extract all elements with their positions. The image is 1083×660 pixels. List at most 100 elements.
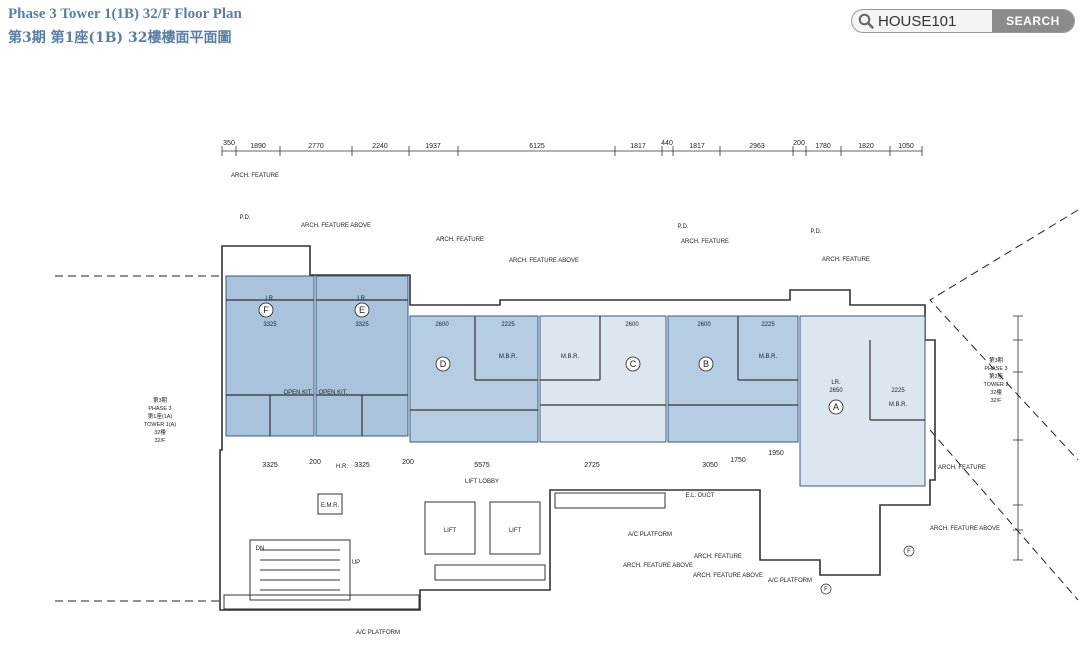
bottom-dim: 3325 [354, 462, 370, 469]
tower-1a-line: 32樓 [154, 428, 166, 436]
unit-d-dim2: 2225 [501, 322, 515, 328]
bottom-dim: 3050 [702, 462, 718, 469]
arch-feature-above-label: ARCH. FEATURE ABOVE [301, 223, 371, 229]
unit-marker-labels: F E D C B A [263, 305, 839, 412]
lift-label-2: LIFT [509, 528, 522, 534]
pd-label-2: P.D. [678, 224, 689, 230]
bottom-dim: 1950 [768, 450, 784, 457]
unit-a-dim2: 2225 [891, 388, 905, 394]
search-input[interactable] [878, 12, 986, 30]
arch-feature-label-5: ARCH. FEATURE [938, 465, 986, 471]
arch-feature-label-4: ARCH. FEATURE [822, 257, 870, 263]
section-marker-labels: F F [824, 549, 911, 593]
dim-label: 1050 [898, 143, 914, 150]
right-dimension-line [1013, 315, 1023, 561]
tower-2-label: 第3期 PHASE 3 第2座 TOWER 2 32樓 32/F [984, 356, 1009, 404]
tower-2-line: 32樓 [990, 388, 1002, 396]
unit-b-dim: 2600 [697, 322, 711, 328]
arch-feature-above-label-5: ARCH. FEATURE ABOVE [693, 573, 763, 579]
tower-2-line: TOWER 2 [984, 382, 1009, 388]
unit-b-dim2: 2225 [761, 322, 775, 328]
unit-b-mbr: M.B.R. [759, 354, 778, 360]
unit-c-area [539, 315, 667, 443]
unit-e-dim: 3325 [355, 322, 369, 328]
lift-lobby-label: LIFT LOBBY [465, 479, 499, 485]
dim-label: 2963 [749, 143, 765, 150]
unit-markers [258, 302, 844, 415]
unit-a-area [799, 315, 926, 487]
building-outline [219, 245, 936, 611]
unit-f-dim: 3325 [263, 322, 277, 328]
tower-1a-line: TOWER 1(A) [144, 422, 176, 428]
page-title-zh: 第3期 第1座(1B) 32樓樓面平面圖 [8, 30, 232, 46]
emr-room [317, 493, 343, 515]
search-field[interactable] [852, 10, 992, 32]
unit-f-open-kit: OPEN KIT. [283, 390, 312, 396]
tower-1a-line: 32/F [154, 438, 166, 444]
tower-2-line: 32/F [990, 398, 1002, 404]
site-boundary-lines [55, 209, 1079, 602]
search-bar: SEARCH [851, 9, 1075, 33]
ac-platform-label-2: A/C PLATFORM [628, 532, 672, 538]
search-icon [858, 13, 874, 29]
up-label: UP [352, 560, 360, 566]
lift-label-1: LIFT [444, 528, 457, 534]
arch-feature-label-2: ARCH. FEATURE [436, 237, 484, 243]
arch-feature-label-3: ARCH. FEATURE [681, 239, 729, 245]
top-dimension-line [221, 146, 923, 156]
lift-core [223, 492, 666, 610]
unit-a-dim: 2650 [829, 388, 843, 394]
dim-label: 6125 [529, 143, 545, 150]
arch-feature-above-label-4: ARCH. FEATURE ABOVE [623, 563, 693, 569]
tower-1a-line: 第1座(1A) [148, 412, 173, 420]
ac-platform-label-1: A/C PLATFORM [356, 630, 400, 636]
unit-e-lr: LR. [357, 296, 367, 302]
dim-label: 350 [223, 140, 235, 147]
tower-1a-line: PHASE 3 [148, 406, 171, 412]
dim-label: 1817 [630, 143, 646, 150]
unit-b-area [667, 315, 799, 443]
dim-label: 1817 [689, 143, 705, 150]
unit-f-lr: LR. [265, 296, 275, 302]
ac-plinth-bottom [223, 594, 420, 610]
bottom-dimension-labels: 3325 200 3325 200 5575 2725 3050 1750 19… [262, 450, 784, 469]
ac-plinth-core [434, 564, 546, 581]
arch-feature-above-label-3: ARCH. FEATURE ABOVE [930, 526, 1000, 532]
search-button[interactable]: SEARCH [992, 10, 1074, 32]
interior-walls [226, 299, 925, 436]
bottom-dim: 5575 [474, 462, 490, 469]
dim-label: 200 [793, 140, 805, 147]
bottom-dim: 200 [309, 459, 321, 466]
unit-a-lr: LR. [831, 380, 841, 386]
dn-label: DN [256, 546, 265, 552]
dim-label: 1780 [815, 143, 831, 150]
unit-a-mbr: M.B.R. [889, 402, 908, 408]
unit-b-marker: B [703, 359, 709, 369]
bottom-dim: 1750 [730, 457, 746, 464]
ac-platform-label-3: A/C PLATFORM [768, 578, 812, 584]
unit-c-marker: C [630, 359, 637, 369]
tower-1a-label: 第3期 PHASE 3 第1座(1A) TOWER 1(A) 32樓 32/F [144, 396, 176, 444]
room-labels: LR. LR. 3325 3325 OPEN KIT. OPEN KIT. 26… [231, 173, 1000, 636]
bottom-dim: 3325 [262, 462, 278, 469]
staircase [249, 539, 351, 601]
dim-label: 2770 [308, 143, 324, 150]
dim-label: 1890 [250, 143, 266, 150]
bottom-dim: 200 [402, 459, 414, 466]
page-title-en: Phase 3 Tower 1(1B) 32/F Floor Plan [8, 6, 242, 22]
unit-c-mbr: M.B.R. [561, 354, 580, 360]
dim-label: 2240 [372, 143, 388, 150]
tower-2-line: 第3期 [989, 356, 1004, 364]
tower-2-line: 第2座 [989, 372, 1004, 380]
dim-label: 440 [661, 140, 673, 147]
lift-shaft-1 [424, 501, 476, 555]
unit-areas [225, 275, 926, 487]
unit-d-marker: D [440, 359, 447, 369]
section-markers [820, 545, 915, 595]
lift-shaft-2 [489, 501, 541, 555]
section-marker-f2: F [907, 549, 911, 555]
el-duct-label: E.L. DUCT [685, 493, 714, 499]
unit-e-open-kit: OPEN KIT. [318, 390, 347, 396]
ac-plinth-right [554, 492, 666, 509]
